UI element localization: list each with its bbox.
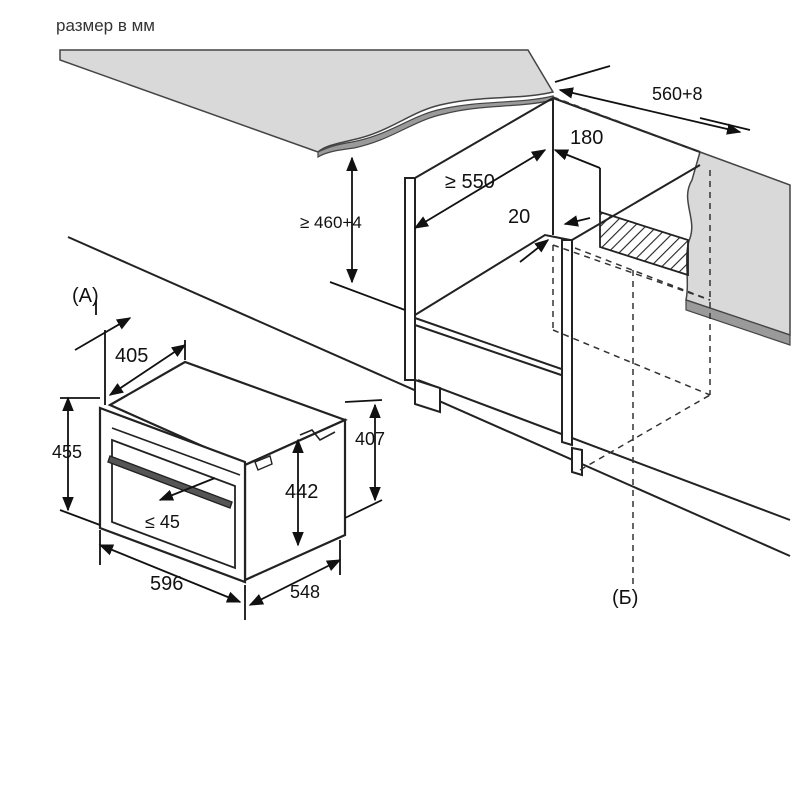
label-548: 548 [290, 582, 320, 602]
label-405: 405 [115, 345, 148, 367]
label-455: 455 [52, 442, 82, 462]
label-le45: ≤ 45 [145, 512, 180, 532]
label-180: 180 [570, 127, 603, 149]
dimension-lines [59, 65, 751, 620]
label-560: 560+8 [652, 84, 703, 104]
cabinet-niche [404, 97, 701, 477]
oven [98, 360, 348, 584]
countertop-right [685, 151, 791, 346]
label-20: 20 [508, 206, 530, 228]
hidden-edges [552, 96, 711, 590]
label-596: 596 [150, 573, 183, 595]
label-ge460: ≥ 460+4 [300, 213, 362, 232]
label-407: 407 [355, 429, 385, 449]
countertop-left [59, 49, 555, 159]
label-442: 442 [285, 481, 318, 503]
units-caption: размер в мм [56, 16, 155, 35]
dimension-labels: (A) 405 455 442 407 596 548 ≤ 45 ≥ 460+4… [52, 84, 703, 609]
label-a: (A) [72, 285, 99, 307]
ventilation-opening [599, 210, 689, 277]
label-b: (Б) [612, 587, 638, 609]
label-ge550: ≥ 550 [445, 171, 495, 193]
